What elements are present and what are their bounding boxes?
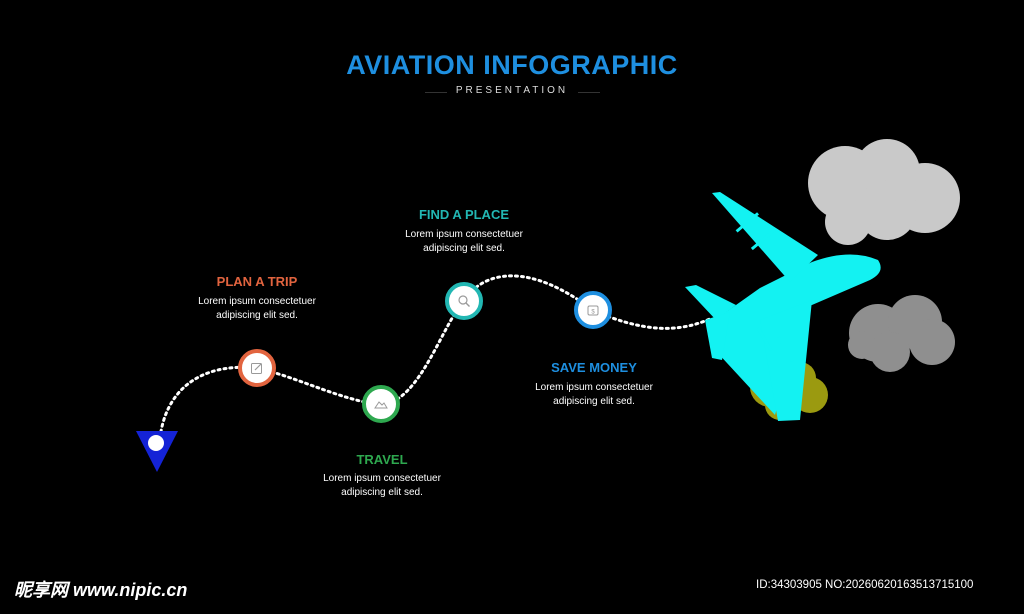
watermark-site: 昵享网 www.nipic.cn	[14, 580, 188, 600]
edit-icon	[251, 363, 262, 374]
cloud-dark-icon	[848, 295, 955, 372]
page-title: AVIATION INFOGRAPHIC	[346, 50, 678, 80]
step-title-save-money: SAVE MONEY	[551, 360, 637, 375]
wallet-icon: $	[587, 305, 599, 316]
step-node-travel	[362, 385, 400, 423]
step-title-travel: TRAVEL	[356, 452, 408, 467]
step-desc-line: Lorem ipsum consectetuer	[323, 473, 441, 484]
step-title-find-a-place: FIND A PLACE	[418, 207, 510, 222]
watermark-id: ID:34303905 NO:20260620163513715100	[756, 579, 974, 591]
page-subtitle: PRESENTATION	[455, 85, 569, 96]
cloud-light-icon	[808, 139, 960, 245]
step-node-find-a-place	[445, 282, 483, 320]
step-desc-line: Lorem ipsum consectetuer	[405, 229, 523, 240]
subtitle-divider-right	[578, 92, 600, 93]
step-node-plan-a-trip	[238, 349, 276, 387]
search-icon	[458, 295, 470, 307]
step-desc-line: Lorem ipsum consectetuer	[535, 382, 653, 393]
svg-text:$: $	[591, 310, 595, 316]
step-desc-find-a-place: Lorem ipsum consectetuer adipiscing elit…	[354, 228, 574, 256]
airplane-icon	[685, 192, 881, 421]
step-node-save-money: $	[574, 291, 612, 329]
step-desc-line: adipiscing elit sed.	[423, 243, 505, 254]
step-desc-line: adipiscing elit sed.	[341, 487, 423, 498]
subtitle-divider-left	[425, 92, 447, 93]
step-desc-line: adipiscing elit sed.	[553, 396, 635, 407]
step-title-plan-a-trip: PLAN A TRIP	[216, 274, 298, 289]
step-desc-line: adipiscing elit sed.	[216, 310, 298, 321]
step-desc-save-money: Lorem ipsum consectetuer adipiscing elit…	[484, 381, 704, 409]
step-desc-travel: Lorem ipsum consectetuer adipiscing elit…	[272, 472, 492, 500]
location-pin-icon	[136, 431, 178, 472]
step-desc-plan-a-trip: Lorem ipsum consectetuer adipiscing elit…	[147, 295, 367, 323]
step-desc-line: Lorem ipsum consectetuer	[198, 296, 316, 307]
mountain-icon	[374, 401, 388, 409]
